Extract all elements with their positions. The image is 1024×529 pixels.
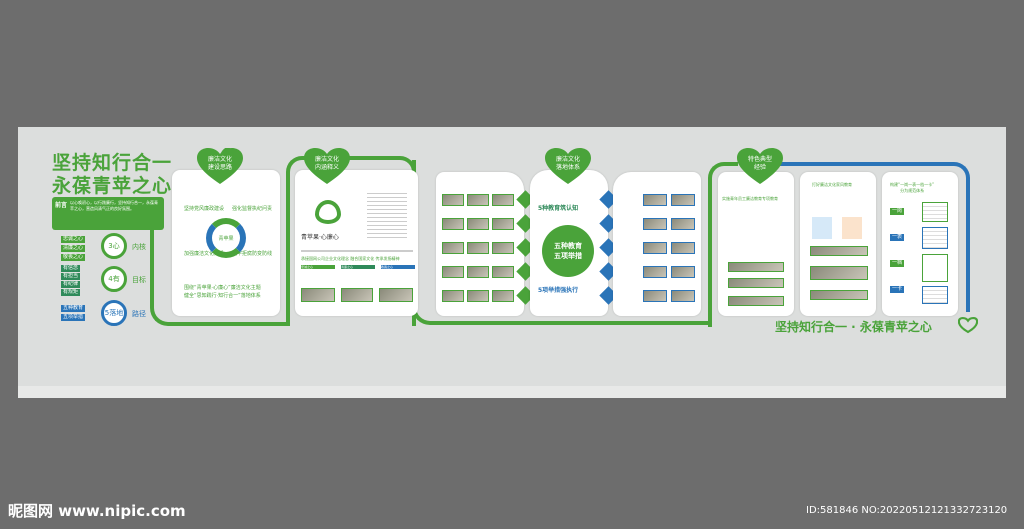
heart-logo-icon — [958, 316, 978, 334]
panel-item: 加强廉洁文化建设 — [184, 251, 225, 257]
post-tag: 一岗 — [890, 208, 905, 215]
photo — [301, 288, 335, 302]
ring-tag: 有担当 — [61, 273, 81, 280]
panel-family: 打好廉洁文化家风教育 — [800, 172, 876, 316]
panel-posts: 构建“一岗一表一档一卡” 分为规范体系 一岗 一表 一档 一卡 — [882, 172, 958, 316]
panel-caption: 围绕“青苹果·心廉心”廉洁文化主题 — [184, 285, 261, 291]
panel-photos — [436, 172, 524, 316]
panel-item: 坚持党风廉政建设 — [184, 206, 225, 212]
connector-line — [708, 162, 738, 327]
ring-tag: 有纪律 — [61, 281, 81, 288]
panel-system: 5种教育筑认知 五种教育 五项举措 5项举措强执行 — [530, 170, 608, 316]
ring-circle: 3心 — [101, 233, 127, 259]
panel-measures — [613, 172, 701, 316]
panel-item: 强化监督执纪问责 — [232, 206, 273, 212]
ring-tag: 五种教育 — [61, 305, 86, 312]
bottom-slogan: 坚持知行合一 · 永葆青苹之心 — [775, 320, 932, 334]
intro-text: 以心唤初心，以行践廉行，坚持知行合一，永葆青苹之心，营造风清气正的良好氛围。 — [70, 200, 159, 211]
main-title: 坚持知行合一 永葆青苹之心 — [52, 152, 172, 198]
intro-box: 前言 以心唤初心，以行践廉行，坚持知行合一，永葆青苹之心，营造风清气正的良好氛围… — [52, 197, 164, 230]
ring-tag: 有信念 — [61, 265, 81, 272]
ring-tag: 忠诚之心 — [61, 236, 86, 243]
ring-circle: 5落地 — [101, 300, 127, 326]
ring-tag: 有规矩 — [61, 289, 81, 296]
info-box — [842, 217, 862, 239]
ring-circle: 4有 — [101, 266, 127, 292]
heart-badge: 特色典型 经验 — [737, 142, 783, 184]
ring-tag: 五项举措 — [61, 314, 86, 321]
ring-tag: 清廉之心 — [61, 245, 86, 252]
heart-badge: 廉洁文化 内涵释义 — [304, 142, 350, 184]
wall-base-strip — [18, 386, 1006, 398]
value-bar: 忠诚之心 — [301, 265, 335, 269]
post-tag: 一卡 — [890, 286, 905, 293]
center-line: 五项举措 — [554, 252, 582, 260]
title-line: 永葆青苹之心 — [52, 175, 173, 197]
intro-label: 前言 — [55, 202, 68, 209]
panel-headline: 承接国网公司企业文化理念 融合国家文化 传承发扬精神 — [301, 256, 400, 261]
panel-subtitle: 打好廉洁文化家风教育 — [812, 182, 852, 187]
title-line: 坚持知行合一 — [52, 152, 173, 174]
info-box — [812, 217, 832, 239]
panel-concept: 坚持党风廉政建设 强化监督执纪问责 加强廉洁文化建设 筑牢拒腐防变防线 青苹果 … — [172, 170, 280, 316]
cycle-diagram: 青苹果 — [206, 218, 246, 258]
ring-target: 路径 — [132, 310, 146, 318]
watermark-site: 昵图网 www.nipic.com — [8, 502, 186, 520]
post-tag: 一表 — [890, 234, 905, 241]
ring-target: 目标 — [132, 276, 146, 284]
connector-line-blue — [780, 162, 970, 312]
center-line: 五种教育 — [554, 242, 582, 250]
ring-target: 内核 — [132, 243, 146, 251]
heart-label: 廉洁文化 建设思路 — [207, 156, 232, 171]
logo-text: 青苹果·心廉心 — [301, 234, 339, 241]
panel-subtitle: 实施青年员工廉洁教育专项教育 — [722, 196, 778, 201]
panel-subtitle: 构建“一岗一表一档一卡” 分为规范体系 — [890, 182, 935, 193]
heart-badge: 廉洁文化 落地体系 — [545, 142, 591, 184]
connector-line — [150, 200, 290, 326]
watermark-id: ID:581846 NO:20220512121332723120 — [806, 505, 1008, 516]
system-bottom: 5项举措强执行 — [538, 287, 579, 294]
value-bar: 清廉之心 — [341, 265, 375, 269]
system-center-circle: 五种教育 五项举措 — [542, 225, 594, 277]
heart-badge: 廉洁文化 建设思路 — [197, 142, 243, 184]
cycle-center: 青苹果 — [218, 235, 234, 242]
panel-item: 筑牢拒腐防变防线 — [232, 251, 273, 257]
divider — [301, 250, 413, 252]
post-tag: 一档 — [890, 260, 905, 267]
value-bar: 敬畏之心 — [381, 265, 415, 269]
photo — [379, 288, 413, 302]
panel-experience: 实施青年员工廉洁教育专项教育 — [718, 172, 794, 316]
panel-caption: 健全“思知践行·知行合一”落地体系 — [184, 293, 261, 299]
heart-label: 廉洁文化 内涵释义 — [314, 156, 339, 171]
heart-label: 廉洁文化 落地体系 — [555, 156, 580, 171]
panel-meaning: 青苹果·心廉心 承接国网公司企业文化理念 融合国家文化 传承发扬精神 忠诚之心 … — [295, 170, 418, 316]
heart-label: 特色典型 经验 — [747, 156, 772, 171]
photo — [341, 288, 373, 302]
text-block — [367, 190, 407, 240]
system-top: 5种教育筑认知 — [538, 205, 579, 212]
apple-logo-icon — [315, 200, 341, 224]
ring-tag: 敬畏之心 — [61, 254, 86, 261]
